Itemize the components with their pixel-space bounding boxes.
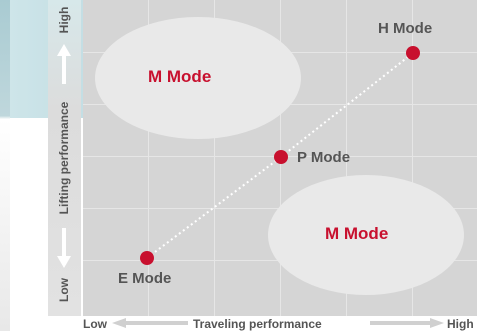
grid-line-vertical: [412, 0, 413, 316]
y-arrow-shaft-down: [62, 228, 66, 264]
point-marker-p-mode: [274, 150, 288, 164]
x-arrow-shaft-right: [370, 321, 432, 325]
point-label-e-mode: E Mode: [118, 270, 172, 287]
point-label-h-mode: H Mode: [378, 20, 433, 37]
region-label-m-mode-lower: M Mode: [325, 224, 389, 243]
connector-line-segment: [280, 52, 414, 158]
x-axis-band: [83, 316, 477, 331]
grid-line-vertical: [214, 0, 215, 316]
point-label-p-mode: P Mode: [297, 149, 351, 166]
y-arrow-head-up-icon: [57, 44, 71, 56]
point-marker-h-mode: [406, 46, 420, 60]
region-label-m-mode-upper: M Mode: [148, 67, 212, 86]
x-axis-high-label: High: [447, 317, 474, 331]
x-arrow-head-right-icon: [430, 318, 444, 328]
region-ellipse-upper-left: [95, 17, 301, 139]
left-edge-strip: [0, 0, 10, 331]
x-arrow-head-left-icon: [112, 318, 126, 328]
x-axis-title: Traveling performance: [193, 317, 322, 331]
region-ellipse-lower-right: [268, 175, 464, 295]
grid-line-vertical: [346, 0, 347, 316]
x-arrow-shaft-left: [124, 321, 188, 325]
x-axis-low-label: Low: [83, 317, 107, 331]
grid-line-vertical: [148, 0, 149, 316]
y-arrow-head-down-icon: [57, 256, 71, 268]
point-marker-e-mode: [140, 251, 154, 265]
y-arrow-shaft-up: [62, 48, 66, 84]
